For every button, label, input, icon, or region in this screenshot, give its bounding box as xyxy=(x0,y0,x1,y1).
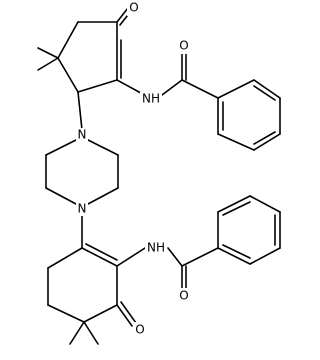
bottom-benzamide xyxy=(167,195,281,291)
bond xyxy=(181,79,219,99)
bond xyxy=(69,321,85,345)
bond xyxy=(45,139,77,156)
bond xyxy=(81,247,118,267)
bond xyxy=(253,79,281,99)
atom-label-o-bottom-amide: O xyxy=(177,288,191,304)
bottom-cyclohexenone-ring xyxy=(47,243,137,345)
bond xyxy=(249,247,281,265)
atom-symbol: O xyxy=(129,1,138,15)
bond xyxy=(116,247,146,267)
bond xyxy=(222,201,251,216)
structure-canvas: O NH O N N NH O O xyxy=(37,0,281,345)
atom-symbol: NH xyxy=(147,241,165,255)
piperazine-ring xyxy=(45,139,119,205)
bond xyxy=(77,91,83,131)
molecule-diagram: O NH O N N NH O O xyxy=(37,0,281,345)
bond xyxy=(167,247,183,267)
atom-symbol: NH xyxy=(142,92,160,106)
atom-symbol: O xyxy=(179,289,188,303)
atom-label-n-piperazine-top: N xyxy=(76,128,88,142)
atom-symbol: N xyxy=(78,128,87,142)
atom-symbol: N xyxy=(78,202,87,216)
bond xyxy=(217,195,251,213)
atom-symbol: O xyxy=(135,323,144,337)
atom-label-nh-bottom: NH xyxy=(145,241,167,255)
bond xyxy=(120,301,137,324)
bond xyxy=(181,247,219,267)
bond xyxy=(253,85,276,101)
bond xyxy=(85,243,118,261)
bond xyxy=(87,139,119,156)
bond xyxy=(87,187,119,205)
bond xyxy=(37,57,59,71)
atom-symbol: O xyxy=(179,39,188,53)
bond xyxy=(222,244,251,259)
top-cyclohexenone-ring xyxy=(37,7,132,93)
bond xyxy=(83,304,118,323)
bond xyxy=(116,7,129,23)
atom-label-n-piperazine-bottom: N xyxy=(76,202,88,216)
bond xyxy=(83,321,99,345)
atom-label-o-top-amide: O xyxy=(177,38,191,54)
atom-label-o-top-ketone: O xyxy=(127,0,141,16)
bond xyxy=(217,79,255,99)
bond xyxy=(116,304,133,327)
atom-label-o-bottom-ketone: O xyxy=(133,322,147,338)
bond xyxy=(37,47,59,59)
bond xyxy=(253,133,281,151)
bond xyxy=(45,187,77,205)
bond xyxy=(253,131,276,145)
bond xyxy=(57,21,79,59)
bond xyxy=(77,79,118,93)
atom-label-nh-top: NH xyxy=(140,92,162,106)
bond xyxy=(217,247,251,265)
top-benzamide xyxy=(157,51,281,151)
bond xyxy=(249,195,281,213)
bond xyxy=(47,247,83,269)
bond xyxy=(217,133,255,151)
bond xyxy=(57,57,79,93)
bond xyxy=(47,304,85,323)
